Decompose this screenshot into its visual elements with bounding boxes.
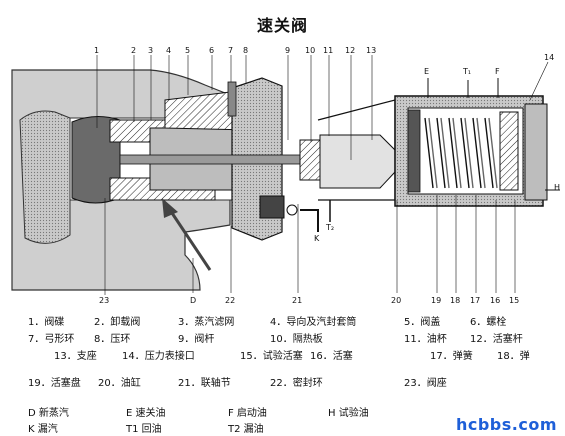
part-number-21: 21 [292,296,303,305]
part-number-16: 16 [490,296,501,305]
part-number-19: 19 [431,296,442,305]
part-number-7: 7 [228,46,234,55]
port-label-H: H [554,183,561,192]
part-number-4: 4 [166,46,172,55]
part-number-22: 22 [225,296,236,305]
part-number-15: 15 [509,296,520,305]
site-watermark: hcbbs.com [455,415,557,434]
legend-item-12: 12．活塞杆 [470,334,523,345]
media-item-T1: T1 回油 [126,424,162,435]
part-number-8: 8 [243,46,249,55]
media-item-D: D 新蒸汽 [28,408,69,419]
legend-item-7: 7．弓形环 [28,334,75,345]
legend-item-15: 15．试验活塞 [240,351,303,362]
steam-flow-arrow [162,198,212,271]
part-number-D: D [190,296,197,305]
legend-item-19: 19．活塞盘 [28,378,81,389]
legend-item-22: 22．密封环 [270,378,323,389]
part-number-6: 6 [209,46,215,55]
legend-item-9: 9．阀杆 [178,334,215,345]
port-label-E: E [424,67,430,76]
leader-lines [96,55,549,295]
legend-item-5: 5．阀盖 [404,317,441,328]
pressure-gauge-port [286,204,298,216]
legend-item-6: 6．螺栓 [470,317,507,328]
part-number-20: 20 [391,296,402,305]
coupling [319,134,396,189]
part-number-9: 9 [285,46,291,55]
sealing-ring [259,195,285,219]
piston [499,111,519,191]
part-number-3: 3 [148,46,154,55]
legend-item-16: 16．活塞 [310,351,353,362]
legend-item-13: 13．支座 [54,351,97,362]
bolt [227,81,237,117]
part-number-14: 14 [544,53,555,62]
legend-item-23: 23．阀座 [404,378,447,389]
part-number-18: 18 [450,296,461,305]
media-item-K: K 漏汽 [28,424,58,435]
steam-inlet-flange [19,110,71,244]
legend-item-3: 3．蒸汽滤网 [178,317,235,328]
part-number-23: 23 [99,296,110,305]
cylinder-end-cover [524,103,548,201]
media-item-F: F 启动油 [228,408,267,419]
media-item-H: H 试验油 [328,408,369,419]
part-number-1: 1 [94,46,100,55]
part-number-17: 17 [470,296,481,305]
legend-item-11: 11．油杯 [404,334,447,345]
part-number-5: 5 [185,46,191,55]
port-label-F: F [495,67,500,76]
part-number-11: 11 [323,46,334,55]
legend-item-17: 17．弹簧 [430,351,473,362]
part-number-13: 13 [366,46,377,55]
part-number-2: 2 [131,46,137,55]
legend-item-1: 1．阀碟 [28,317,65,328]
legend-item-10: 10．隔热板 [270,334,323,345]
legend-item-8: 8．压环 [94,334,131,345]
legend-item-20: 20．油缸 [98,378,141,389]
part-number-10: 10 [305,46,316,55]
legend-item-21: 21．联轴节 [178,378,231,389]
media-item-E: E 速关油 [126,408,166,419]
port-label-K: K [314,234,320,243]
legend-item-18: 18．弹 [497,351,530,362]
legend-item-2: 2．卸载阀 [94,317,141,328]
port-label-T1: T₁ [463,67,472,76]
media-item-T2: T2 漏油 [228,424,264,435]
part-number-12: 12 [345,46,356,55]
diagram-title: 速关阀 [256,16,308,35]
leak-steam-pipe [300,209,319,232]
heat-shield [299,139,321,181]
legend-item-14: 14．压力表接口 [122,351,195,362]
legend-item-4: 4．导向及汽封套筒 [270,317,357,328]
port-label-T2: T₂ [326,223,335,232]
spring [424,117,498,189]
piston-disc [407,109,421,193]
